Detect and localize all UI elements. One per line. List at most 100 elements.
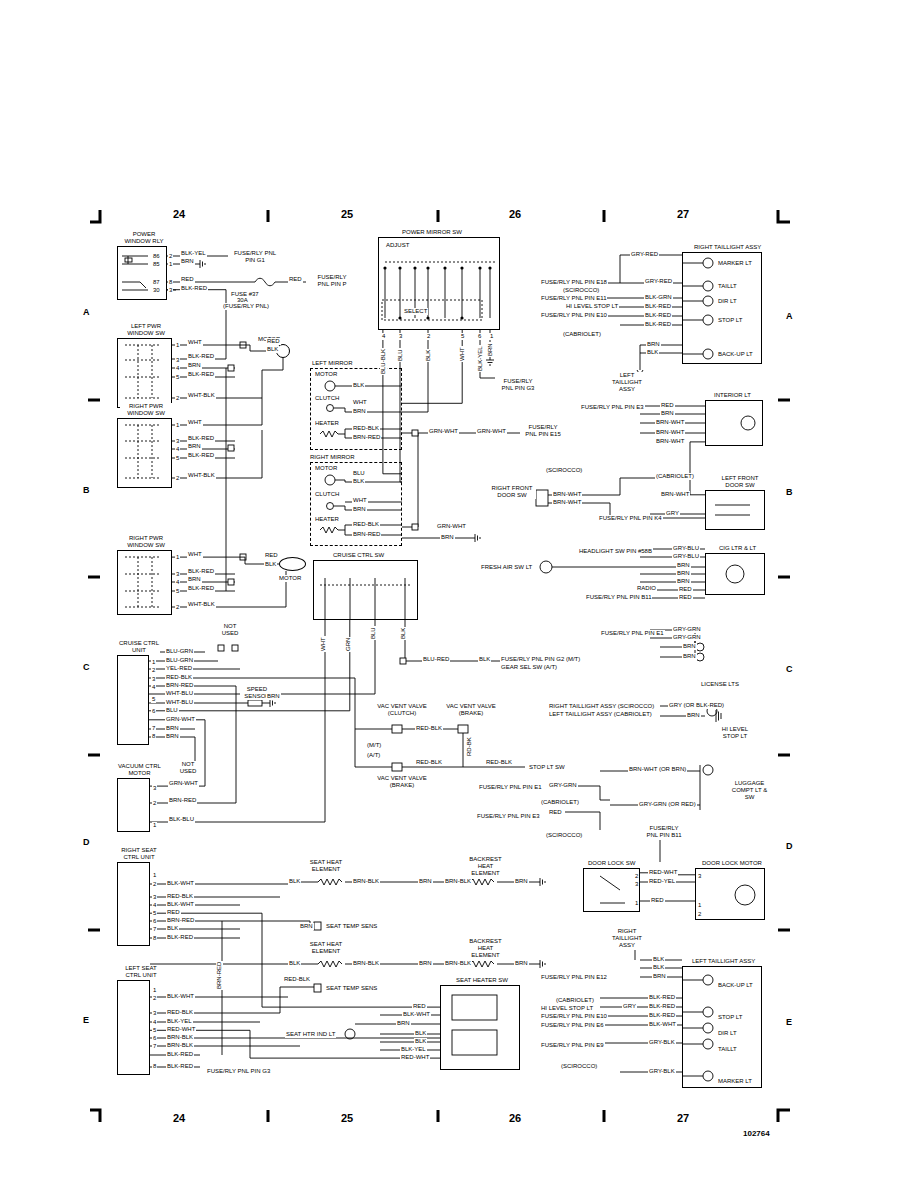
wire-label: 6 — [152, 918, 157, 925]
component-box: INTERIOR LT — [705, 400, 763, 446]
component-part: MOTOR — [314, 371, 338, 378]
wire-label: GRY-BLU — [672, 553, 700, 560]
wire-label: SEAT TEMP SENS — [325, 985, 378, 992]
wire-label: RED — [180, 276, 195, 283]
component-box: LEFT PWR WINDOW SW — [117, 338, 172, 408]
wire-label: BRN — [165, 733, 180, 740]
wire-label: E — [82, 1015, 90, 1025]
wire-label: (SCIROCCO) — [562, 287, 600, 294]
wire-label: 7 — [152, 1043, 157, 1050]
wire-label: 1 — [175, 554, 180, 561]
wire-connector — [150, 913, 440, 1007]
wire-label: 2 — [152, 995, 157, 1002]
component-part: STOP LT — [717, 1014, 743, 1021]
wire-label: FUSE/RLY PNL PIN B11 — [585, 594, 652, 601]
wire-label: 2 — [634, 873, 639, 880]
wire-label: BRN-WHT — [552, 499, 582, 506]
wire-label: BLK — [288, 878, 301, 885]
wire-label: RED-BLK — [415, 759, 443, 766]
wire-label: C — [785, 664, 794, 674]
wire-label: BRN — [440, 534, 455, 541]
component-name: DOOR LOCK SW — [587, 860, 636, 867]
wire-label: 24 — [172, 1112, 186, 1125]
wire-label: GEAR SEL SW (A/T) — [500, 664, 558, 671]
wire-label: BLK — [652, 956, 665, 963]
wire-label: NOT USED — [172, 761, 204, 775]
wire-label: 1 — [168, 261, 173, 268]
component-box: CRUISE CTRL SW — [313, 560, 418, 620]
wire-label: BLK — [646, 349, 659, 356]
wire-label: BRN — [514, 878, 529, 885]
wire-label: STOP LT SW — [528, 764, 566, 771]
wire-label: (SCIROCCO) — [545, 467, 583, 474]
wire-label: VAC VENT VALVE (BRAKE) — [445, 703, 497, 717]
wire-label: GRY-GRN — [672, 634, 702, 641]
wire-label: BRN-BLK — [444, 878, 472, 885]
wire-label: 25 — [340, 208, 354, 221]
wire-label: BLK — [478, 656, 491, 663]
wire-label: GRY-GRN — [672, 626, 702, 633]
wire-label: RED-BLK — [485, 759, 513, 766]
wire-label: 1 — [634, 900, 639, 907]
wire-label: BLU-GRN — [165, 657, 194, 664]
wire-label: 2 — [697, 911, 702, 918]
wire-label: BRN — [352, 506, 367, 513]
wire-label: FUSE/RLY PNL PIN B11 — [645, 825, 683, 839]
wire-label: B — [82, 485, 91, 495]
component-box: DOOR LOCK SW — [583, 868, 640, 912]
wire-label: 26 — [508, 208, 522, 221]
wire-connector — [172, 345, 276, 351]
wire-label: WHT — [187, 551, 203, 558]
wire-label: 3 — [152, 785, 157, 792]
component-name: CRUISE CTRL UNIT — [118, 640, 160, 654]
wire-label: HI LEVEL STOP LT — [714, 726, 756, 740]
wire-label: BRN-RED — [352, 434, 381, 441]
wire-label: 2 — [151, 667, 156, 674]
wire-label: RED — [264, 552, 279, 559]
wire-label: 3 — [697, 873, 702, 880]
wire-label: BLK — [352, 478, 365, 485]
wire-label: BRN-WHT — [655, 419, 685, 426]
wire-label: GRY-BLK — [648, 1068, 676, 1075]
wire-label: 27 — [676, 208, 690, 221]
wire-label: BLK-RED — [166, 1063, 194, 1070]
wire-label: RED-BLK — [352, 521, 380, 528]
wire-label: 3 — [634, 881, 639, 888]
wire-label: FUSE/RLY PNL PIN E15 — [522, 424, 564, 438]
wire-label: A — [82, 307, 91, 317]
wire-label: BLK-WHT — [166, 901, 195, 908]
wire-label: BLK — [288, 960, 301, 967]
wire-label: FUSE/RLY PNL PIN E10 — [540, 1013, 608, 1020]
component-name: LEFT PWR WINDOW SW — [120, 323, 172, 337]
wire-label: FUSE/RLY PNL PIN G2 (M/T) — [500, 656, 581, 663]
wire-label: BRN — [652, 973, 667, 980]
motor-symbol: MOTOR — [279, 557, 306, 571]
wire-label: BRN-WHT — [552, 491, 582, 498]
wire-label: A — [785, 311, 794, 321]
wire-label: RED — [678, 586, 693, 593]
wire-label: 8 — [168, 279, 173, 286]
component-part: DIR LT — [717, 1030, 738, 1037]
wire-label: 3 — [175, 571, 180, 578]
component-part: MARKER LT — [717, 260, 753, 267]
wire-label: (CABRIOLET) — [555, 997, 595, 1004]
wire-label: BRN — [682, 643, 697, 650]
wire-label: BRN-WHT — [660, 491, 690, 498]
component-part: HEATER — [314, 516, 340, 523]
wire-label: 2 — [175, 395, 180, 402]
component-part: TAILLT — [717, 283, 738, 290]
component-part: MOTOR — [314, 465, 338, 472]
wire-label: RD-BK — [466, 736, 473, 757]
wire-label: LEFT TAILLIGHT ASSY (CABRIOLET) — [548, 711, 653, 718]
wire-label: 6 — [477, 333, 482, 340]
wire-label: GRY-BLK — [648, 1039, 676, 1046]
wire-label: RED — [548, 809, 563, 816]
wire-connector — [402, 330, 462, 403]
wire-label: (M/T) — [366, 742, 382, 749]
wire-label: BRN-WHT — [655, 438, 685, 445]
wire-label: BLU — [370, 626, 377, 640]
wire-label: BRN — [660, 410, 675, 417]
wire-label: BRN-RED — [168, 797, 197, 804]
